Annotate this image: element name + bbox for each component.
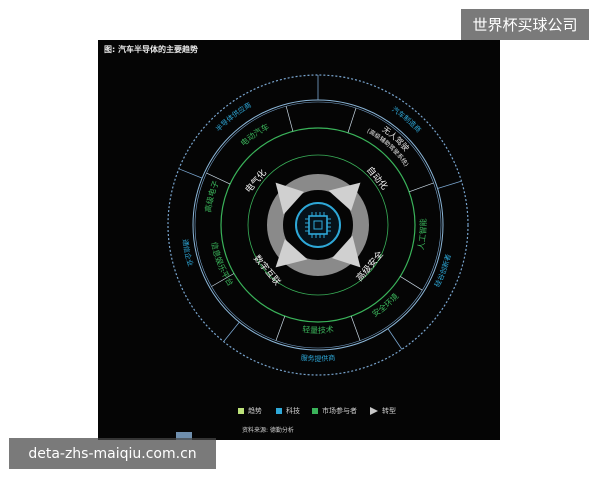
legend-label-transformation: 转型 <box>382 407 396 415</box>
part-arc-3-path <box>214 312 422 361</box>
chip-core-icon <box>313 220 323 230</box>
participant-label-4-path-text: 通信企业 <box>181 239 196 268</box>
legend-swatch-trend <box>238 408 244 414</box>
transformation-ring <box>267 174 369 276</box>
participant-divider <box>223 321 240 342</box>
transformation-arrow <box>275 239 308 268</box>
transformation-arrow <box>275 182 304 215</box>
tech-ring <box>220 127 416 323</box>
legend-item-trend: 趋势 <box>238 406 262 416</box>
legend-item-transformation: 转型 <box>370 406 396 416</box>
tech-divider <box>206 172 231 185</box>
tech-divider <box>400 276 423 291</box>
transformation-arrow <box>332 235 361 268</box>
tech-label-6-path-text: 高级电子 <box>203 179 221 213</box>
participant-label-3: 服务提供商 <box>300 353 335 363</box>
chip-circle <box>295 202 341 248</box>
legend-item-tech: 科技 <box>276 406 300 416</box>
trend-label-0: 电气化 <box>242 167 269 195</box>
participant-divider <box>437 180 462 189</box>
brand-watermark: 世界杯买球公司 <box>461 9 589 40</box>
participant-label-1: 汽车制造商 <box>390 105 423 135</box>
chip-icon <box>308 215 328 235</box>
tech-label-4: 轻量技术 <box>302 324 334 335</box>
site-watermark: deta-zhs-maiqiu.com.cn <box>9 438 216 469</box>
participant-divider <box>387 328 403 350</box>
tech-label-5: 信息娱乐平台 <box>209 241 236 288</box>
legend-swatch-tech <box>276 408 282 414</box>
participant-label-2-path-text: 硅谷创新者 <box>433 253 453 288</box>
corner-logo-icon <box>176 432 192 440</box>
trend-label-2: 数字互联 <box>251 252 283 287</box>
legend-item-participant: 市场参与者 <box>312 406 357 416</box>
legend-swatch-participant <box>312 408 318 414</box>
participant-label-1-path-text: 汽车制造商 <box>390 105 423 135</box>
tech-divider <box>409 182 434 193</box>
figure-title: 图: 汽车半导体的主要趋势 <box>104 45 198 54</box>
tech-label-2: 人工智能 <box>416 218 428 250</box>
tech-divider <box>285 106 294 132</box>
tech-label-5-path-text: 信息娱乐平台 <box>209 241 236 288</box>
legend-triangle-icon <box>370 407 378 415</box>
participant-label-0: 半导体供应商 <box>214 100 253 133</box>
participant-label-2: 硅谷创新者 <box>433 253 453 288</box>
tech-label-2-path-text: 人工智能 <box>416 218 428 250</box>
trend-ring-inner <box>247 154 389 296</box>
tech-label-6: 高级电子 <box>203 179 221 213</box>
participant-label-4: 通信企业 <box>181 239 196 268</box>
tech-divider <box>350 316 361 341</box>
participant-ring-edge <box>194 101 442 349</box>
participant-label-3-path-text: 服务提供商 <box>300 353 335 363</box>
legend-label-participant: 市场参与者 <box>322 407 357 415</box>
participant-label-0-path-text: 半导体供应商 <box>214 100 253 133</box>
figure-source: 资料来源: 德勤分析 <box>242 427 294 434</box>
tech-divider <box>275 316 286 341</box>
figure-panel <box>98 40 500 440</box>
tech-divider <box>347 107 357 133</box>
transformation-arrow <box>328 182 361 211</box>
legend-label-tech: 科技 <box>286 407 300 415</box>
tech-divider <box>211 273 235 287</box>
outer-ring <box>167 74 469 376</box>
tech-label-4-path-text: 轻量技术 <box>302 324 334 335</box>
participant-divider <box>178 168 203 179</box>
legend-label-trend: 趋势 <box>248 407 262 415</box>
